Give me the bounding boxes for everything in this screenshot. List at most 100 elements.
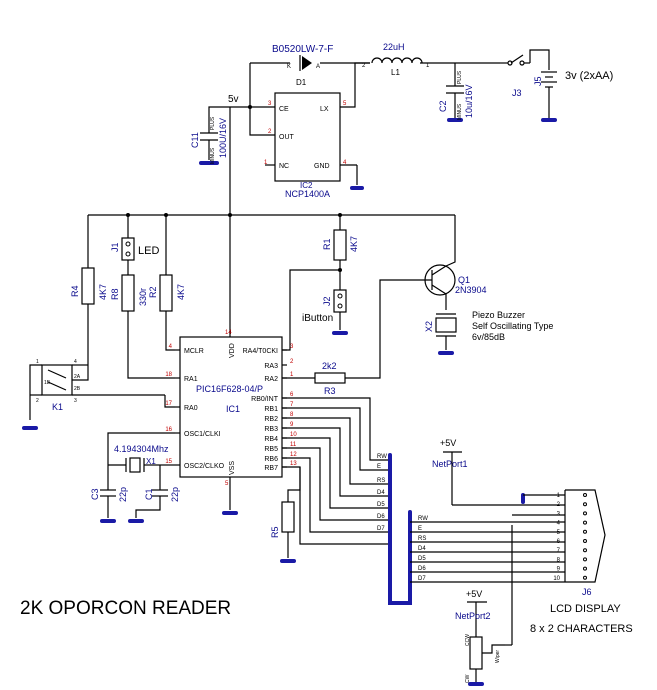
- ic2-num-ce: 3: [268, 101, 272, 107]
- pot-wiper: Wiper: [495, 650, 501, 663]
- c11-minus: MINUS: [210, 147, 216, 164]
- ic1-pin-name: RB6: [264, 456, 278, 463]
- k1-ref: K1: [52, 402, 63, 412]
- ic2-num-lx: 5: [343, 101, 347, 107]
- c11-value: 100U/16V: [218, 118, 228, 158]
- ic2-pin-gnd: GND: [314, 163, 330, 170]
- inductor-l1: 22uH L1 2 1: [362, 42, 430, 77]
- ic1-value: PIC16F628-04/P: [196, 384, 263, 394]
- resistor-r4: R4 4K7: [70, 215, 108, 365]
- ic1-pin-num: 13: [290, 461, 297, 467]
- ic1-pin-name: RB5: [264, 446, 278, 453]
- bus-label-left: D7: [377, 526, 385, 532]
- d1-pin-a: A: [316, 64, 320, 70]
- regulator-ic2: CE OUT NC LX GND 3 2 1 5 4 IC2 NCP1400A: [230, 92, 364, 199]
- x2-ref: X2: [424, 321, 434, 332]
- c1-ref: C1: [144, 488, 154, 500]
- ibutton-jumper-j2: J2 iButton: [302, 289, 348, 335]
- c3-ref: C3: [90, 488, 100, 500]
- l1-value: 22uH: [383, 42, 405, 52]
- k1-pin-2b: 2B: [74, 386, 81, 392]
- ic1-pin-name: OSC2/CLKO: [184, 463, 225, 470]
- lcd-label-line1: LCD DISPLAY: [550, 603, 621, 615]
- r4-ref: R4: [70, 285, 80, 297]
- ic1-pin-num: 8: [290, 412, 294, 418]
- r5-ref: R5: [270, 526, 280, 538]
- ic1-pin-num: 2: [290, 359, 294, 365]
- k1-pin-2: 2: [36, 398, 39, 404]
- j6-pin-num: 1: [557, 493, 561, 499]
- j6-pin-dot: [583, 520, 587, 525]
- ic1-pin-num: 4: [169, 344, 173, 350]
- ic1-vdd: VDD: [229, 343, 236, 358]
- j6-pin-dot: [583, 548, 587, 553]
- bus-label-right: RS: [418, 536, 426, 542]
- j1-ref: J1: [110, 242, 120, 252]
- j6-pin-num: 4: [557, 521, 561, 527]
- r2-ref: R2: [148, 286, 158, 298]
- netport1: +5V NetPort1: [432, 438, 565, 506]
- ic2-value: NCP1400A: [285, 189, 330, 199]
- ic2-num-out: 2: [268, 129, 272, 135]
- ic1-pin-num: 15: [165, 459, 172, 465]
- j6-pin-num: 7: [557, 548, 561, 554]
- d1-ref: D1: [296, 78, 307, 87]
- resistor-r8: R8 330r: [110, 274, 175, 379]
- pot-cw: CW: [465, 674, 471, 683]
- x2-line1: Piezo Buzzer: [472, 310, 525, 320]
- ic1-vss-num: 5: [225, 481, 229, 487]
- k1-pin-1b: 1B: [44, 380, 51, 386]
- j6-pin-dot: [583, 566, 587, 571]
- ic1-pin-name: OSC1/CLKI: [184, 431, 221, 438]
- ic1-pin-num: 18: [165, 372, 172, 378]
- schematic-title: 2K OPORCON READER: [20, 598, 231, 619]
- c2-value: 10u/16V: [464, 84, 474, 118]
- j5-note: 3v (2xAA): [565, 70, 613, 82]
- netport2-net: +5V: [466, 589, 482, 599]
- bus-label-left: RW: [377, 454, 387, 460]
- ic1-pin-num: 3: [290, 344, 294, 350]
- j6-pin-dot: [583, 511, 587, 516]
- bus-label-left: D4: [377, 490, 385, 496]
- j6-pin-num: 10: [553, 576, 560, 582]
- bus-label-right: D5: [418, 556, 426, 562]
- c11-ref: C11: [190, 132, 200, 148]
- l1-ref: L1: [391, 68, 400, 77]
- bus-label-right: D4: [418, 546, 426, 552]
- r8-value: 330r: [138, 288, 148, 306]
- resistor-r2: R2 4K7: [148, 215, 186, 351]
- ic1-pin-num: 9: [290, 422, 294, 428]
- j6-pin-num: 2: [557, 502, 561, 508]
- ic1-pin-num: 11: [290, 442, 297, 448]
- l1-pin2: 2: [362, 63, 366, 69]
- j6-pin-num: 9: [557, 567, 561, 573]
- ic1-pin-name: RB2: [264, 416, 278, 423]
- capacitor-c1: C1 22p: [128, 465, 180, 523]
- c3-value: 22p: [118, 487, 128, 502]
- r4-value: 4K7: [98, 284, 108, 300]
- q1-value: 2N3904: [455, 285, 487, 295]
- capacitor-c2: C2 10u/16V PLUS MINUS: [438, 63, 474, 122]
- x2-line2: Self Oscillating Type: [472, 321, 553, 331]
- ic1-pin-name: RA0: [184, 405, 198, 412]
- bus-label-left: D5: [377, 502, 385, 508]
- ic1-pin-num: 17: [165, 401, 172, 407]
- microcontroller-ic1: MCLR4RA118RA017OSC1/CLKI16OSC2/CLKO15RA4…: [165, 330, 297, 515]
- led-jumper-j1: J1 LED: [110, 215, 159, 275]
- j6-pin-num: 3: [557, 511, 561, 517]
- resistor-r3: 2k2 R3: [282, 361, 346, 396]
- j6-pin-dot: [583, 539, 587, 543]
- bus-label-left: RS: [377, 478, 385, 484]
- d1-pin-k: K: [287, 64, 291, 70]
- ic2-pin-out: OUT: [279, 134, 295, 141]
- netport2-contrast-pot: +5V NetPort2 CCW CW Wiper: [455, 525, 513, 686]
- k1-pin-1: 1: [36, 359, 39, 365]
- bus-label-right: RW: [418, 516, 428, 522]
- capacitor-c3: C3 22p: [90, 465, 128, 523]
- lcd-label-line2: 8 x 2 CHARACTERS: [530, 623, 633, 635]
- ic2-pin-ce: CE: [279, 106, 289, 113]
- netport1-name: NetPort1: [432, 459, 468, 469]
- resistor-r1: R1 4K7: [322, 215, 359, 290]
- c1-value: 22p: [170, 487, 180, 502]
